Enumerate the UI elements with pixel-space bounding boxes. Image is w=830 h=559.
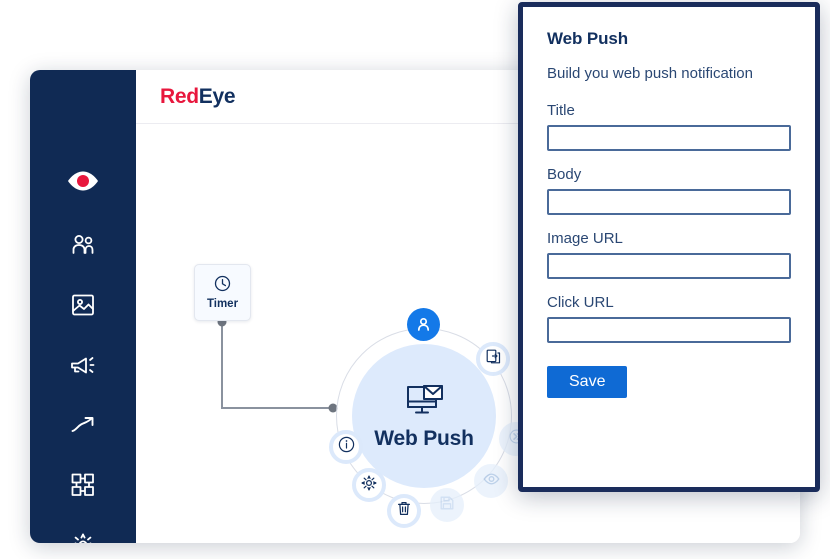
title-input[interactable] xyxy=(547,125,791,151)
body-input[interactable] xyxy=(547,189,791,215)
field-body: Body xyxy=(547,166,791,215)
logo-text-eye: Eye xyxy=(198,84,236,108)
app-header: RedEye xyxy=(136,70,800,124)
megaphone-icon xyxy=(69,353,97,377)
grid-qr-icon xyxy=(70,472,96,498)
save-disk-button[interactable] xyxy=(430,488,464,522)
contacts-icon xyxy=(70,233,96,257)
field-image-url: Image URL xyxy=(547,230,791,279)
field-click-url: Click URL xyxy=(547,294,791,343)
sidebar-item-reports[interactable] xyxy=(30,404,136,446)
field-image-url-label: Image URL xyxy=(547,230,623,247)
webpush-node-label: Web Push xyxy=(374,427,474,450)
person-icon xyxy=(417,317,430,331)
duplicate-icon xyxy=(486,349,501,369)
logo-eye-icon xyxy=(66,170,100,192)
field-title: Title xyxy=(547,102,791,151)
webpush-node-core[interactable]: Web Push xyxy=(352,344,496,488)
image-url-input[interactable] xyxy=(547,253,791,279)
sidebar-item-settings[interactable] xyxy=(30,524,136,543)
click-url-input[interactable] xyxy=(547,317,791,343)
field-body-label: Body xyxy=(547,166,582,183)
info-button[interactable] xyxy=(329,430,363,464)
eye-icon xyxy=(483,472,500,491)
image-icon xyxy=(70,292,96,318)
workflow-canvas[interactable]: Timer xyxy=(136,124,800,543)
save-disk-icon xyxy=(440,496,454,515)
sidebar xyxy=(30,70,136,543)
gear-icon xyxy=(361,475,377,496)
field-click-url-label: Click URL xyxy=(547,294,614,311)
timer-node-label: Timer xyxy=(206,297,239,310)
logo-text-red: Red xyxy=(160,84,199,108)
field-title-label: Title xyxy=(547,102,575,119)
node-settings-button[interactable] xyxy=(352,468,386,502)
preview-eye-button[interactable] xyxy=(474,464,508,498)
redeye-logo[interactable]: RedEye xyxy=(160,84,236,109)
sidebar-item-contacts[interactable] xyxy=(30,224,136,266)
person-badge[interactable] xyxy=(407,308,440,341)
timer-node[interactable]: Timer xyxy=(194,264,251,321)
clock-icon xyxy=(214,275,231,297)
webpush-node[interactable]: Web Push xyxy=(324,308,533,528)
trash-icon xyxy=(397,501,411,521)
delete-button[interactable] xyxy=(387,494,421,528)
trending-up-icon xyxy=(70,414,96,436)
webpush-config-panel: Web Push Build you web push notification… xyxy=(518,2,820,492)
gear-icon xyxy=(70,532,96,543)
sidebar-item-logo-eye[interactable] xyxy=(30,160,136,202)
sidebar-item-campaigns[interactable] xyxy=(30,344,136,386)
info-icon xyxy=(338,436,355,458)
duplicate-icon-button[interactable] xyxy=(476,342,510,376)
panel-title: Web Push xyxy=(547,29,629,48)
save-button[interactable]: Save xyxy=(547,366,628,398)
sidebar-item-content[interactable] xyxy=(30,284,136,326)
monitor-envelope-icon xyxy=(403,383,445,424)
sidebar-item-integrations[interactable] xyxy=(30,464,136,506)
panel-subtitle: Build you web push notification xyxy=(547,65,753,82)
